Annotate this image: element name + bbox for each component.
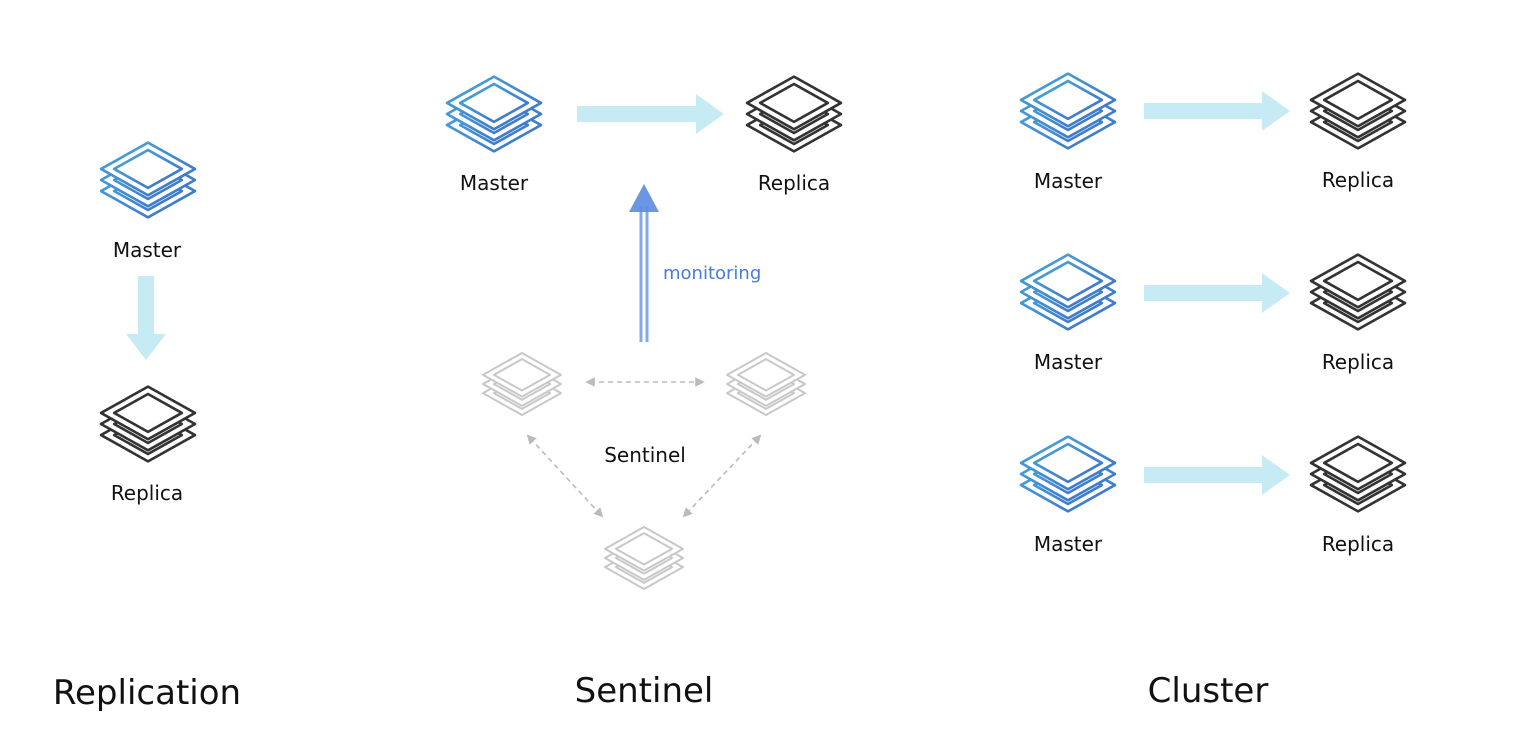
cluster-flow-arrow (1144, 455, 1290, 495)
sentinel-link-left (526, 434, 604, 518)
sentinel-replica-node: Replica (745, 75, 843, 195)
sentinel-link-right (682, 434, 762, 518)
cluster-master-label: Master (1034, 350, 1103, 374)
cluster-pair: Master Replica (1019, 435, 1407, 556)
sentinel-replica-label: Replica (758, 171, 830, 195)
master-stack-icon (445, 75, 543, 153)
replication-master-node: Master (99, 141, 197, 262)
layer-outline (726, 351, 806, 398)
cluster-section: Master Replica Master Replica Master Rep… (1019, 72, 1407, 711)
layer-inner-outline (112, 392, 184, 434)
layer-outline (99, 385, 197, 441)
replication-flow-arrow (126, 276, 166, 360)
cluster-pair: Master Replica (1019, 72, 1407, 193)
replica-stack-icon (745, 75, 843, 153)
flow-arrow-shape (1144, 91, 1290, 131)
replica-stack-icon (1309, 435, 1407, 513)
replication-section: Master Replica Replication (53, 141, 241, 713)
layer-inner-outline (1032, 79, 1104, 121)
layer-outline (1019, 435, 1117, 491)
cluster-master-label: Master (1034, 169, 1103, 193)
layer-outline (1019, 253, 1117, 309)
replication-section-title: Replication (53, 673, 241, 713)
layer-inner-outline (458, 82, 530, 124)
replica-stack-icon (1309, 72, 1407, 150)
replication-master-label: Master (113, 238, 182, 262)
sentinel-node-icon-right (726, 351, 806, 417)
layer-inner-outline (614, 532, 674, 566)
cluster-flow-arrow (1144, 273, 1290, 313)
cluster-master-label: Master (1034, 532, 1103, 556)
master-stack-icon (1019, 72, 1117, 150)
sentinel-master-label: Master (460, 171, 529, 195)
layer-inner-outline (1032, 442, 1104, 484)
monitoring-label: monitoring (663, 263, 761, 284)
flow-arrow-shape (577, 94, 724, 134)
master-stack-icon (1019, 435, 1117, 513)
layer-outline (1309, 253, 1407, 309)
master-stack-icon (99, 141, 197, 219)
layer-inner-outline (1322, 260, 1394, 302)
layer-inner-outline (112, 148, 184, 190)
layer-inner-outline (492, 358, 552, 392)
master-stack-icon (1019, 253, 1117, 331)
layer-inner-outline (1032, 260, 1104, 302)
flow-arrow-shape (126, 276, 166, 360)
layer-outline (604, 525, 684, 572)
layer-outline (745, 75, 843, 131)
sentinel-node-icon-bottom (604, 525, 684, 591)
layer-outline (99, 141, 197, 197)
layer-inner-outline (1322, 79, 1394, 121)
sentinel-links (526, 377, 762, 518)
cluster-replica-label: Replica (1322, 532, 1394, 556)
monitoring-arrow (629, 184, 659, 342)
layer-inner-outline (736, 358, 796, 392)
layer-outline (445, 75, 543, 131)
replication-replica-node: Replica (99, 385, 197, 505)
sentinel-section: Master Replica monitoring Sentinel Senti… (445, 75, 843, 711)
sentinel-master-node: Master (445, 75, 543, 195)
cluster-flow-arrow (1144, 91, 1290, 131)
replication-replica-label: Replica (111, 481, 183, 505)
sentinel-flow-arrow (577, 94, 724, 134)
sentinel-group-label: Sentinel (604, 443, 686, 467)
cluster-section-title: Cluster (1148, 671, 1269, 711)
layer-outline (1019, 72, 1117, 128)
flow-arrow-shape (1144, 273, 1290, 313)
replica-stack-icon (99, 385, 197, 463)
sentinel-node-icon-left (482, 351, 562, 417)
cluster-replica-label: Replica (1322, 168, 1394, 192)
layer-outline (1309, 435, 1407, 491)
cluster-pair: Master Replica (1019, 253, 1407, 374)
layer-inner-outline (1322, 442, 1394, 484)
sentinel-section-title: Sentinel (575, 671, 714, 711)
layer-inner-outline (758, 82, 830, 124)
replica-stack-icon (1309, 253, 1407, 331)
layer-outline (1309, 72, 1407, 128)
layer-outline (482, 351, 562, 398)
flow-arrow-shape (1144, 455, 1290, 495)
cluster-replica-label: Replica (1322, 350, 1394, 374)
